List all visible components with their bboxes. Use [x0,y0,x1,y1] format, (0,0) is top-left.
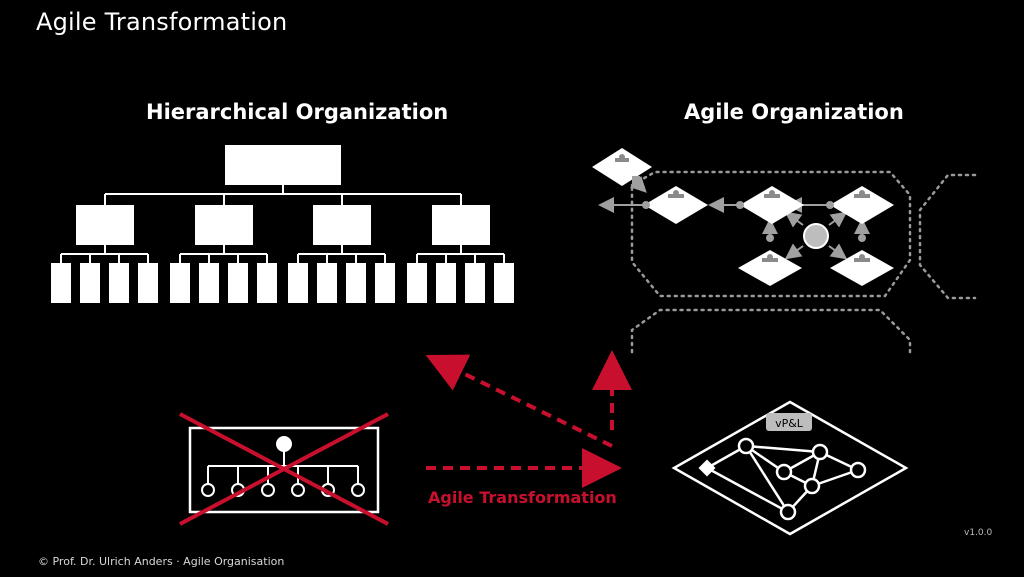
org-mid-box [76,205,134,245]
team-node [592,148,652,186]
agile-transformation-label: Agile Transformation [428,488,617,507]
hierarchical-leaf-groups [51,244,514,303]
team-node [830,186,894,224]
vpl-badge-label: vP&L [775,417,804,430]
version-label: v1.0.0 [964,528,993,538]
slide-title: Agile Transformation [36,8,288,36]
central-node [803,223,829,249]
footer-copyright: © Prof. Dr. Ulrich Anders · Agile Organi… [38,555,285,568]
team-node [740,186,804,224]
org-top-box [225,145,341,185]
value-network-diamond: vP&L [671,400,909,536]
transformation-arrows [425,350,632,488]
hierarchical-organization-heading: Hierarchical Organization [146,100,449,124]
agile-team-nodes [592,148,894,286]
team-node [738,250,802,286]
org-mid-box [313,205,371,245]
crossed-hierarchy-icon [179,412,389,526]
hierarchical-org-chart [76,145,490,245]
agile-organization-heading: Agile Organization [684,100,904,124]
agile-dotted-boundaries [630,170,977,354]
org-mid-box [432,205,490,245]
vpl-badge [766,413,812,431]
team-node [830,250,894,286]
team-node [644,186,708,224]
red-cross-icon [179,412,389,526]
arrow-back-to-hierarchy [425,354,613,448]
org-mid-box [195,205,253,245]
